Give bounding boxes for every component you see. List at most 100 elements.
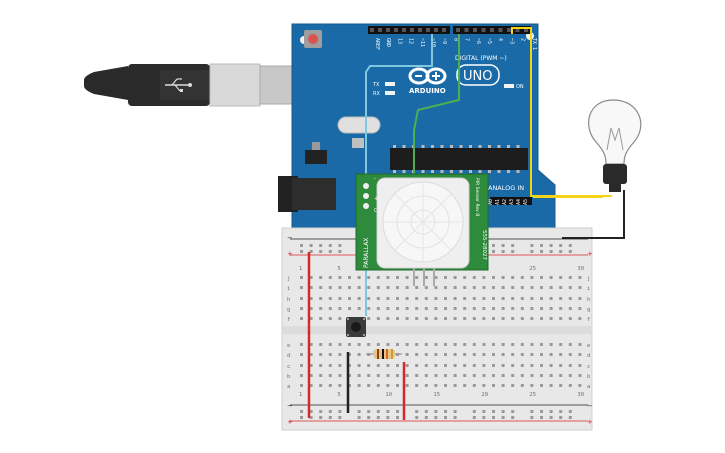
breadboard-hole[interactable] (463, 343, 467, 346)
breadboard-hole[interactable] (492, 307, 495, 310)
breadboard-hole[interactable] (328, 374, 332, 377)
breadboard-hole[interactable] (415, 317, 419, 320)
breadboard-hole[interactable] (424, 343, 428, 346)
breadboard-hole[interactable] (348, 374, 351, 377)
breadboard-hole[interactable] (415, 307, 419, 310)
rail-hole[interactable] (492, 244, 495, 247)
breadboard-hole[interactable] (367, 374, 371, 377)
breadboard-hole[interactable] (444, 343, 447, 346)
breadboard-hole[interactable] (549, 286, 553, 289)
breadboard-hole[interactable] (568, 364, 572, 367)
breadboard-hole[interactable] (578, 317, 582, 320)
breadboard-hole[interactable] (472, 276, 476, 279)
breadboard-hole[interactable] (300, 276, 303, 279)
breadboard-hole[interactable] (530, 374, 534, 377)
rail-hole[interactable] (319, 416, 323, 419)
breadboard-hole[interactable] (453, 286, 457, 289)
breadboard-hole[interactable] (300, 297, 303, 300)
black-wire-bulb[interactable] (562, 190, 625, 239)
rail-hole[interactable] (328, 244, 332, 247)
breadboard-hole[interactable] (386, 343, 390, 346)
breadboard-hole[interactable] (568, 343, 572, 346)
light-bulb[interactable] (588, 99, 642, 192)
breadboard-hole[interactable] (549, 353, 553, 356)
rail-hole[interactable] (338, 250, 342, 253)
breadboard-hole[interactable] (559, 297, 563, 300)
rail-hole[interactable] (482, 410, 486, 413)
header-pin[interactable] (426, 28, 430, 32)
breadboard-hole[interactable] (530, 343, 534, 346)
rail-hole[interactable] (472, 410, 476, 413)
breadboard-hole[interactable] (367, 364, 371, 367)
breadboard-hole[interactable] (348, 276, 351, 279)
breadboard-hole[interactable] (357, 364, 361, 367)
breadboard-hole[interactable] (540, 286, 543, 289)
rail-hole[interactable] (415, 416, 419, 419)
breadboard-hole[interactable] (309, 364, 313, 367)
breadboard-hole[interactable] (424, 384, 428, 387)
breadboard-hole[interactable] (540, 364, 543, 367)
breadboard-hole[interactable] (482, 374, 486, 377)
breadboard-hole[interactable] (376, 317, 380, 320)
rail-hole[interactable] (530, 410, 534, 413)
breadboard-hole[interactable] (405, 353, 409, 356)
breadboard-hole[interactable] (463, 286, 467, 289)
breadboard-hole[interactable] (559, 276, 563, 279)
breadboard-hole[interactable] (549, 374, 553, 377)
breadboard-hole[interactable] (396, 317, 399, 320)
breadboard-hole[interactable] (319, 384, 323, 387)
breadboard-hole[interactable] (501, 317, 505, 320)
breadboard-hole[interactable] (328, 286, 332, 289)
breadboard-hole[interactable] (424, 374, 428, 377)
rail-hole[interactable] (540, 244, 543, 247)
pushbutton[interactable] (346, 317, 366, 337)
breadboard-hole[interactable] (434, 317, 438, 320)
breadboard-hole[interactable] (319, 276, 323, 279)
header-pin[interactable] (456, 28, 460, 32)
rail-hole[interactable] (376, 410, 380, 413)
rail-hole[interactable] (367, 416, 371, 419)
breadboard-hole[interactable] (453, 384, 457, 387)
rail-hole[interactable] (568, 410, 572, 413)
breadboard-hole[interactable] (328, 343, 332, 346)
breadboard-hole[interactable] (405, 343, 409, 346)
header-pin[interactable] (370, 28, 374, 32)
header-pin[interactable] (498, 28, 503, 32)
breadboard-hole[interactable] (453, 364, 457, 367)
breadboard-hole[interactable] (328, 384, 332, 387)
header-pin[interactable] (481, 28, 486, 32)
breadboard-hole[interactable] (568, 384, 572, 387)
rail-hole[interactable] (549, 410, 553, 413)
breadboard-hole[interactable] (530, 307, 534, 310)
breadboard-hole[interactable] (376, 384, 380, 387)
breadboard-hole[interactable] (415, 374, 419, 377)
breadboard-hole[interactable] (472, 317, 476, 320)
breadboard-hole[interactable] (578, 374, 582, 377)
header-pin[interactable] (418, 28, 422, 32)
rail-hole[interactable] (424, 410, 428, 413)
rail-hole[interactable] (415, 410, 419, 413)
rail-hole[interactable] (319, 410, 323, 413)
breadboard-hole[interactable] (578, 286, 582, 289)
breadboard-hole[interactable] (300, 364, 303, 367)
rail-hole[interactable] (396, 416, 399, 419)
breadboard-hole[interactable] (415, 364, 419, 367)
breadboard-hole[interactable] (328, 297, 332, 300)
breadboard-hole[interactable] (415, 286, 419, 289)
breadboard-hole[interactable] (309, 317, 313, 320)
breadboard-hole[interactable] (415, 384, 419, 387)
breadboard-hole[interactable] (463, 374, 467, 377)
breadboard-hole[interactable] (463, 353, 467, 356)
breadboard-hole[interactable] (520, 317, 524, 320)
rail-hole[interactable] (559, 416, 563, 419)
breadboard-hole[interactable] (434, 343, 438, 346)
rail-hole[interactable] (501, 244, 505, 247)
breadboard-hole[interactable] (415, 276, 419, 279)
breadboard-hole[interactable] (501, 384, 505, 387)
breadboard-hole[interactable] (434, 276, 438, 279)
breadboard-hole[interactable] (463, 307, 467, 310)
breadboard-hole[interactable] (472, 353, 476, 356)
breadboard-hole[interactable] (300, 317, 303, 320)
breadboard-hole[interactable] (348, 364, 351, 367)
cyan-wire[interactable] (365, 34, 433, 316)
